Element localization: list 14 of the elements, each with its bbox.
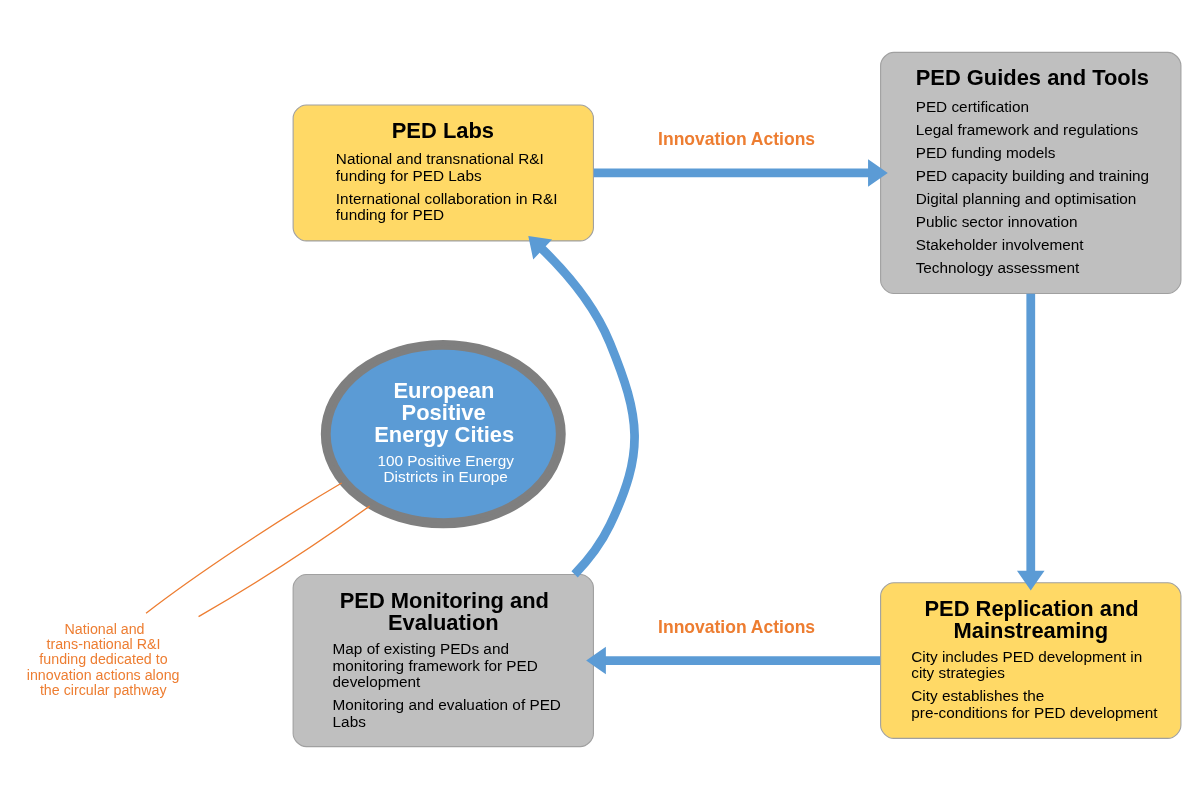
connector bbox=[145, 481, 343, 614]
edge-label: Innovation Actions bbox=[658, 616, 816, 637]
node-ellipse: European Positive Energy Cities 100 Positive Energy Districts in Europe bbox=[320, 339, 566, 528]
node-box: PED Replication and Mainstreaming City includes PED development in city strategies City establishes the pre-conditions for PED development bbox=[880, 581, 1182, 739]
edge-label: Innovation Actions bbox=[658, 128, 816, 149]
connector bbox=[197, 504, 371, 617]
node-text: National and trans-national R&I funding dedicated to innovation actions along the circular pathway bbox=[26, 620, 180, 698]
arrow bbox=[586, 646, 881, 674]
node-box: PED Guides and Tools PED certification Legal framework and regulations PED funding models PED capacity building and training Digital planning and optimisation Public sector innovation Stakeholder involvement Technology assessment bbox=[880, 51, 1182, 294]
arrow bbox=[593, 158, 888, 187]
node-box: PED Labs National and transnational R&I funding for PED Labs International collaboration in R&I funding for PED bbox=[292, 103, 594, 241]
arrow bbox=[1016, 293, 1045, 590]
node-box: PED Monitoring and Evaluation Map of existing PEDs and monitoring framework for PED development Monitoring and evaluation of PED Labs bbox=[292, 573, 594, 747]
arrow bbox=[528, 235, 639, 577]
